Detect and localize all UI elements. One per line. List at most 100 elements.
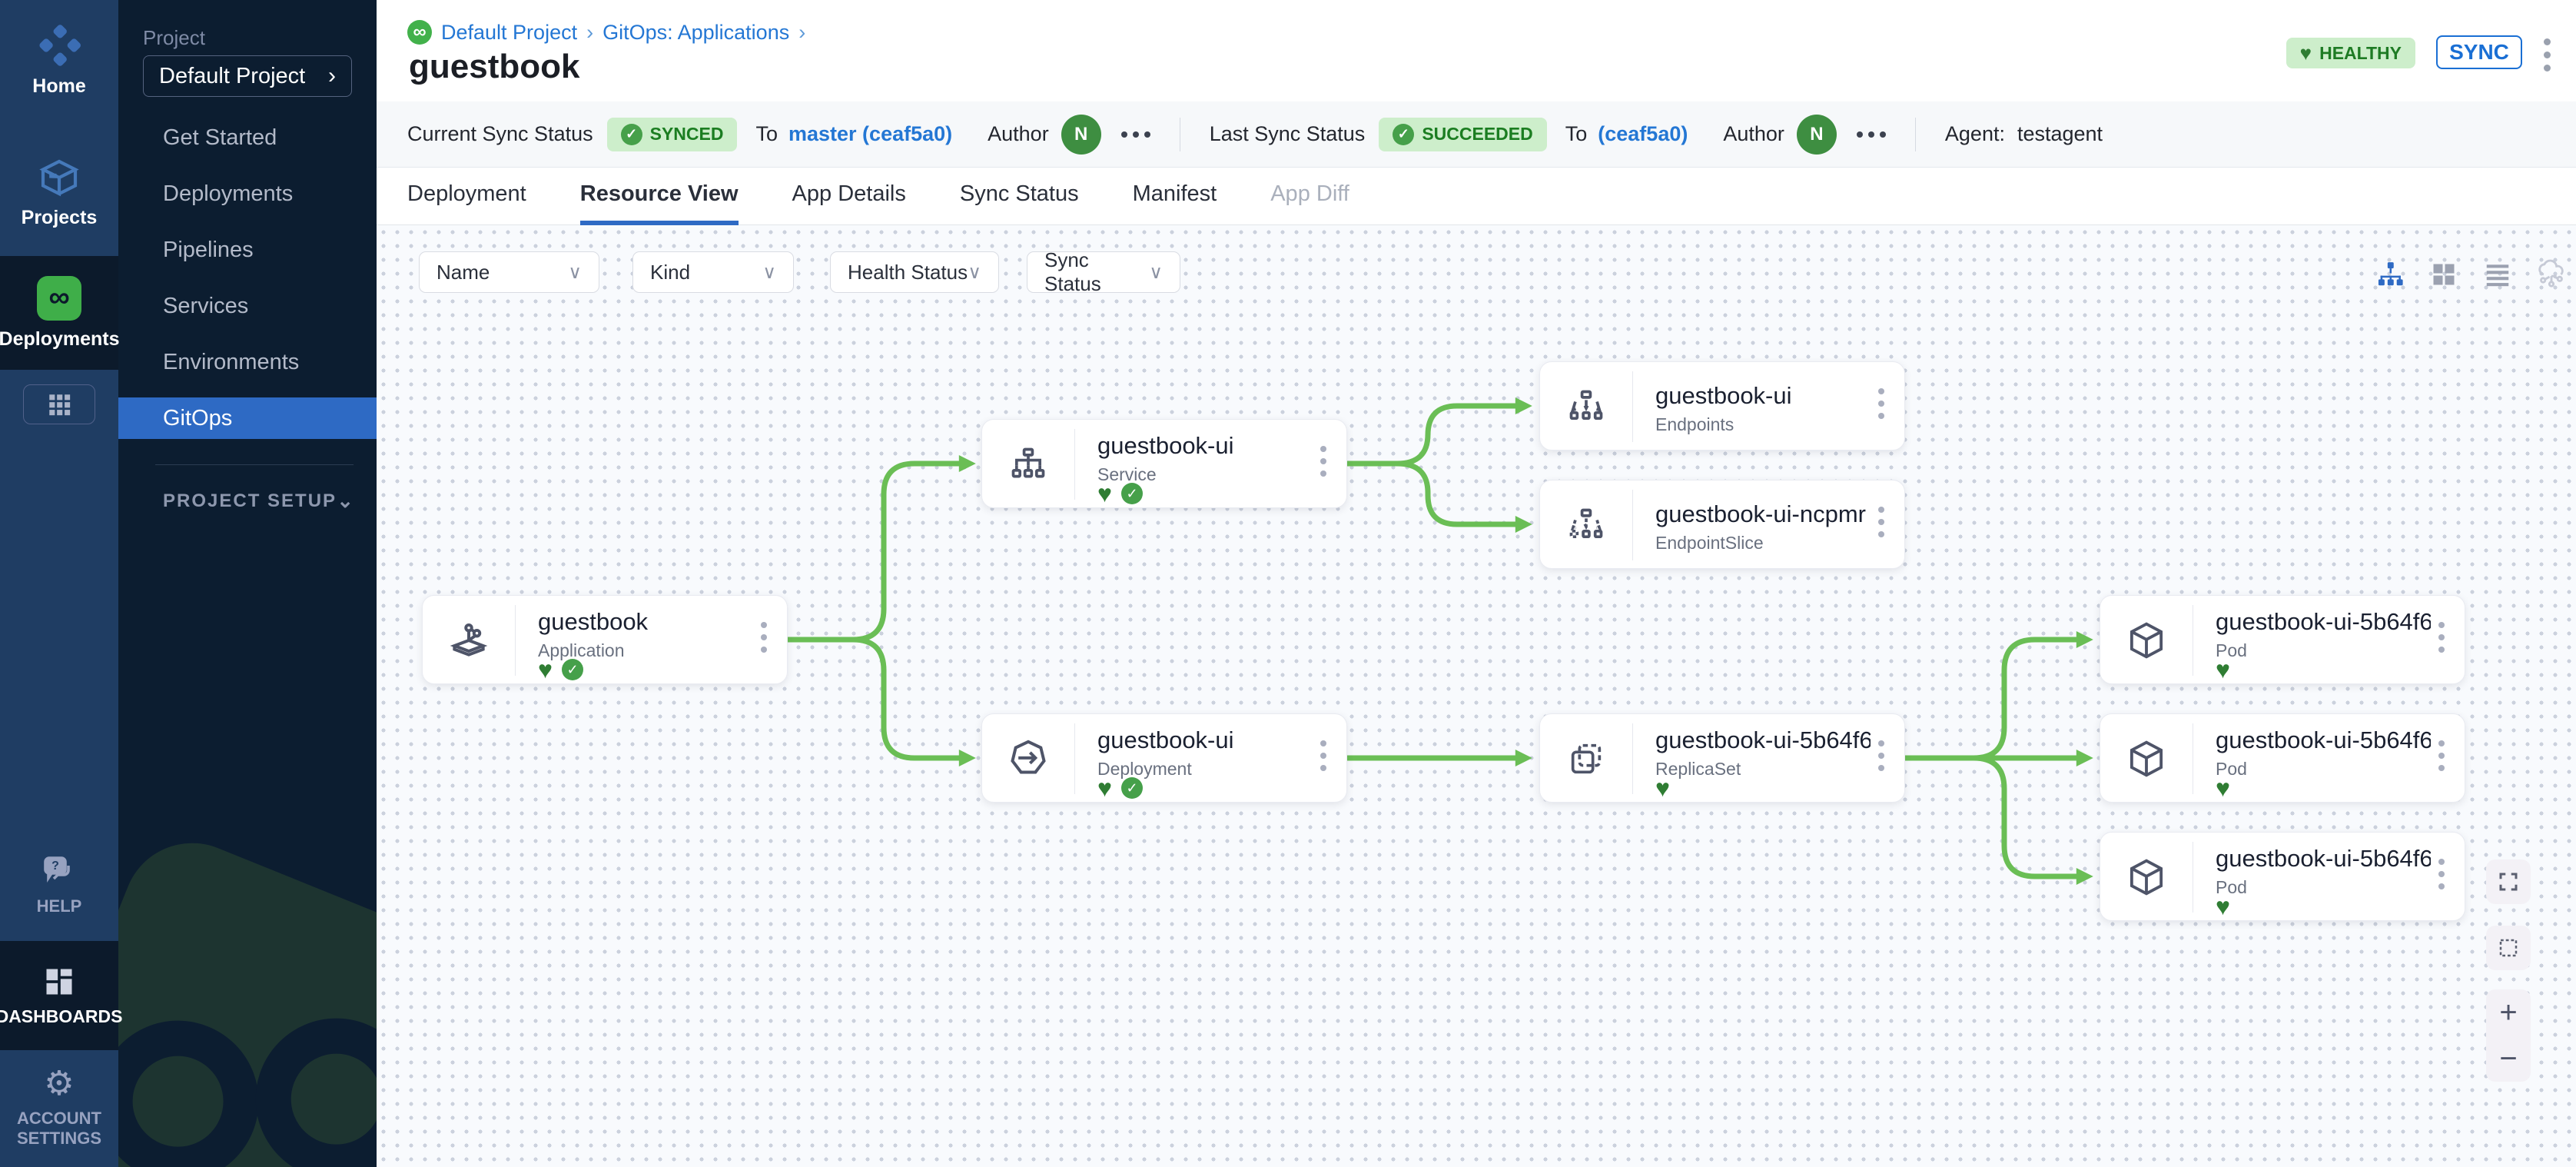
node-menu-kebab[interactable] (1320, 446, 1326, 477)
healthy-heart-icon: ♥ (2216, 893, 2230, 920)
sidebar-item-pipelines[interactable]: Pipelines (163, 238, 254, 262)
last-sync-more-kebab[interactable] (1856, 131, 1886, 138)
breadcrumb-separator: › (798, 20, 806, 44)
sidebar-item-environments[interactable]: Environments (163, 350, 300, 374)
node-service-guestbook-ui[interactable]: guestbook-ui Service ♥✓ (981, 419, 1347, 508)
filter-health-status-dropdown[interactable]: Health Status∨ (830, 251, 999, 293)
sync-button[interactable]: SYNC (2436, 35, 2522, 69)
breadcrumb-gitops-applications[interactable]: GitOps: Applications (603, 20, 790, 44)
node-title: guestbook-ui-ncpmr (1655, 500, 1866, 527)
rail-item-help[interactable]: ? HELP (0, 838, 118, 930)
sidebar-item-services[interactable]: Services (163, 294, 249, 318)
rail-label-deployments: Deployments (0, 327, 120, 350)
author-label: Author (988, 122, 1049, 145)
app-options-kebab[interactable] (2544, 38, 2554, 71)
healthy-heart-icon: ♥ (538, 656, 553, 683)
node-endpointslice-guestbook-ui-ncpmr[interactable]: guestbook-ui-ncpmr EndpointSlice (1539, 480, 1905, 569)
breadcrumb-separator: › (586, 20, 594, 44)
filter-kind-dropdown[interactable]: Kind∨ (632, 251, 794, 293)
health-heart-icon: ♥ (2299, 42, 2312, 65)
node-endpoints-guestbook-ui[interactable]: guestbook-ui Endpoints (1539, 361, 1905, 451)
last-target-revision-link[interactable]: (ceaf5a0) (1598, 122, 1688, 145)
current-target-revision-link[interactable]: master (ceaf5a0) (788, 122, 953, 145)
tab-deployment[interactable]: Deployment (407, 181, 526, 206)
node-menu-kebab[interactable] (1878, 388, 1884, 419)
tree-view-icon[interactable] (2375, 259, 2405, 290)
node-menu-kebab[interactable] (761, 622, 767, 653)
tab-app-details[interactable]: App Details (792, 181, 906, 206)
endpointslice-icon (1540, 480, 1632, 570)
node-kind: Pod (2216, 759, 2247, 779)
view-mode-switcher (2375, 259, 2567, 290)
node-pod-1[interactable]: guestbook-ui-5b64f6959... Pod ♥ (2100, 595, 2465, 684)
filter-sync-status-dropdown[interactable]: Sync Status∨ (1027, 248, 1180, 295)
breadcrumb-default-project[interactable]: Default Project (441, 20, 578, 44)
healthy-heart-icon: ♥ (2216, 656, 2230, 683)
rail-item-projects[interactable]: Projects (0, 154, 118, 231)
agent-label: Agent: (1944, 122, 2005, 145)
grid-view-icon[interactable] (2428, 259, 2459, 290)
node-menu-kebab[interactable] (2438, 622, 2445, 653)
rail-item-dashboards[interactable]: DASHBOARDS (0, 941, 122, 1050)
marquee-select-button[interactable] (2486, 926, 2531, 970)
chevron-right-icon: › (328, 63, 336, 88)
graph-edges (785, 397, 2093, 885)
list-view-icon[interactable] (2482, 259, 2513, 290)
resource-graph-canvas[interactable]: Name∨ Kind∨ Health Status∨ Sync Status∨ (377, 225, 2576, 1167)
project-menu-panel: Project Default Project › Get Started De… (118, 0, 377, 1167)
dashboards-icon (46, 969, 72, 994)
rail-label-account-settings: ACCOUNT SETTINGS (16, 1109, 101, 1148)
rail-item-account-settings[interactable]: ⚙ ACCOUNT SETTINGS (0, 1058, 118, 1158)
zoom-out-button[interactable]: − (2499, 1042, 2518, 1076)
node-menu-kebab[interactable] (2438, 740, 2445, 771)
node-menu-kebab[interactable] (1320, 740, 1326, 771)
check-icon: ✓ (1393, 123, 1415, 145)
node-deployment-guestbook-ui[interactable]: guestbook-ui Deployment ♥✓ (981, 713, 1347, 803)
chevron-down-icon: ∨ (1149, 261, 1163, 283)
rail-item-deployments[interactable]: ∞ Deployments (0, 256, 120, 370)
node-pod-3[interactable]: guestbook-ui-5b64f6959... Pod ♥ (2100, 832, 2465, 921)
marquee-icon (2499, 939, 2518, 957)
current-sync-more-kebab[interactable] (1120, 131, 1150, 138)
tab-sync-status[interactable]: Sync Status (959, 181, 1079, 206)
chevron-down-icon: ∨ (568, 261, 582, 283)
synced-badge: ✓SYNCED (606, 117, 738, 151)
app-header: ∞ Default Project › GitOps: Applications… (377, 0, 2576, 101)
synced-check-icon: ✓ (1121, 777, 1143, 799)
filter-name-dropdown[interactable]: Name∨ (419, 251, 599, 293)
node-menu-kebab[interactable] (2438, 859, 2445, 889)
rail-item-home[interactable]: Home (0, 22, 118, 98)
node-kind: Pod (2216, 640, 2247, 660)
rail-label-dashboards: DASHBOARDS (0, 1006, 123, 1026)
project-label: Project (143, 26, 205, 49)
pod-icon (2100, 714, 2193, 803)
node-kind: Pod (2216, 877, 2247, 897)
project-selector[interactable]: Default Project › (143, 55, 352, 97)
node-menu-kebab[interactable] (1878, 740, 1884, 771)
sidebar-item-gitops[interactable]: GitOps (118, 397, 377, 439)
author-avatar: N (1061, 114, 1101, 155)
replicaset-icon (1540, 714, 1632, 803)
tab-manifest[interactable]: Manifest (1132, 181, 1217, 206)
node-menu-kebab[interactable] (1878, 507, 1884, 537)
node-pod-2[interactable]: guestbook-ui-5b64f6959... Pod ♥ (2100, 713, 2465, 803)
module-picker-button[interactable] (23, 384, 95, 424)
gear-icon: ⚙ (44, 1065, 75, 1102)
node-kind: Application (538, 640, 625, 660)
tab-resource-view[interactable]: Resource View (579, 168, 739, 225)
sidebar-item-get-started[interactable]: Get Started (163, 125, 277, 150)
sidebar-item-deployments[interactable]: Deployments (163, 181, 294, 206)
breadcrumb: ∞ Default Project › GitOps: Applications… (407, 20, 805, 45)
node-replicaset-guestbook-ui-5b64f69597[interactable]: guestbook-ui-5b64f69597 ReplicaSet ♥ (1539, 713, 1905, 803)
author-avatar: N (1796, 114, 1837, 155)
rail-label-help: HELP (36, 896, 82, 916)
node-application-guestbook[interactable]: guestbook Application ♥✓ (422, 595, 788, 684)
network-view-icon[interactable] (2536, 259, 2567, 290)
projects-icon (39, 159, 79, 196)
node-title: guestbook-ui (1097, 726, 1234, 753)
zoom-in-button[interactable]: + (2499, 996, 2518, 1029)
fullscreen-button[interactable] (2486, 859, 2531, 904)
node-title: guestbook-ui-5b64f6959... (2216, 608, 2431, 635)
project-setup-toggle[interactable]: PROJECT SETUP ⌄ (163, 489, 354, 512)
